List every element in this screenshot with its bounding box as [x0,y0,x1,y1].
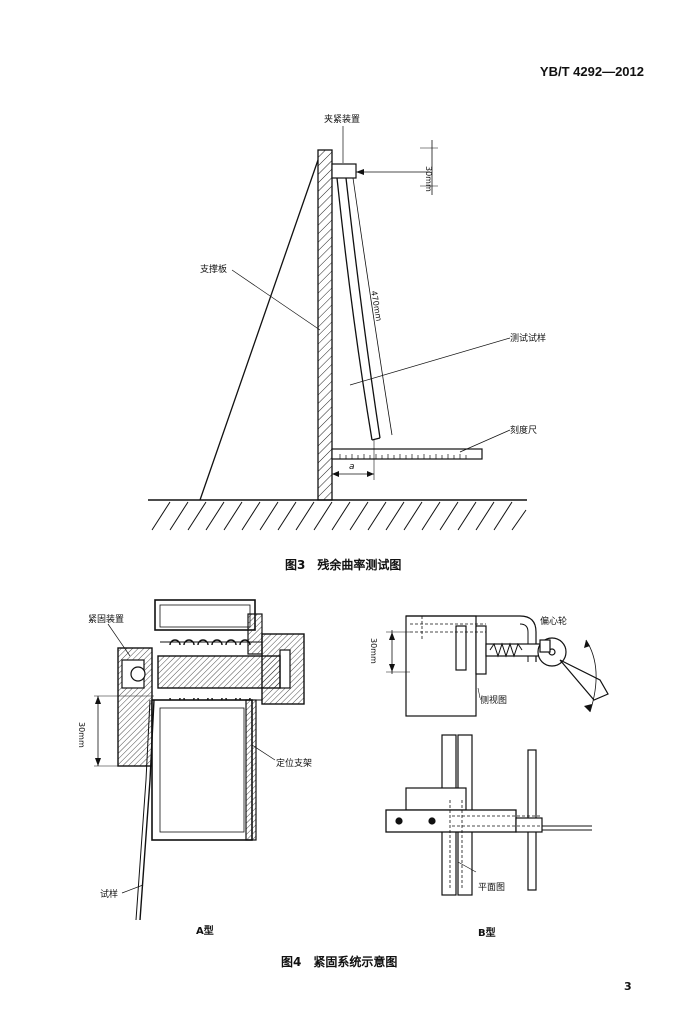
figure4-caption: 图4 紧固系统示意图 [281,955,398,969]
type-a-label: A型 [196,926,214,937]
label-side-view: 侧视图 [480,696,508,706]
label-clamp-device: 夹紧装置 [324,115,361,125]
label-eccentric-wheel: 偏心轮 [540,617,568,627]
standard-number: YB/T 4292—2012 [539,64,644,79]
label-specimen-a: 试样 [100,890,119,900]
dimension-a: a [349,462,355,472]
dimension-30mm-a: 30mm [77,722,86,748]
page-number: 3 [624,980,632,993]
label-scale-ruler: 刻度尺 [510,426,538,436]
type-b-label: B型 [478,928,496,939]
dimension-30mm: 30mm [424,166,433,192]
figure3-caption: 图3 残余曲率测试图 [285,558,402,572]
figure4-type-b-drawing [385,615,609,896]
label-support-plate: 支撑板 [200,265,228,275]
label-test-specimen: 测试试样 [510,334,547,344]
label-plan-view: 平面图 [478,883,506,893]
label-positioning-bracket: 定位支架 [276,759,313,769]
dimension-30mm-b: 30mm [369,638,378,664]
label-fastener: 紧固装置 [88,615,125,625]
figure3-drawing [148,126,527,531]
figure4-type-a-drawing [94,599,305,921]
